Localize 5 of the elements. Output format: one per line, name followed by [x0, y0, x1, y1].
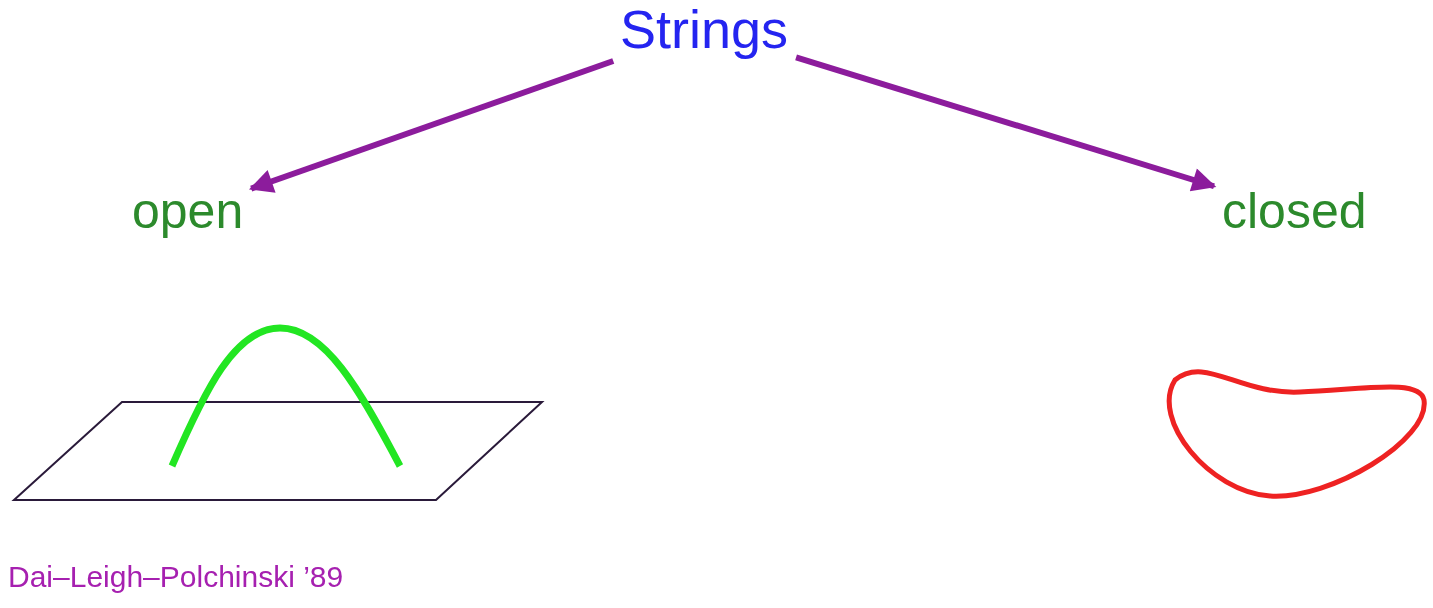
citation-text: Dai–Leigh–Polchinski ’89	[8, 562, 344, 592]
arrow	[795, 54, 1217, 192]
arrow	[248, 58, 615, 193]
node-label: closed	[1222, 186, 1367, 236]
node-label: open	[132, 186, 244, 236]
